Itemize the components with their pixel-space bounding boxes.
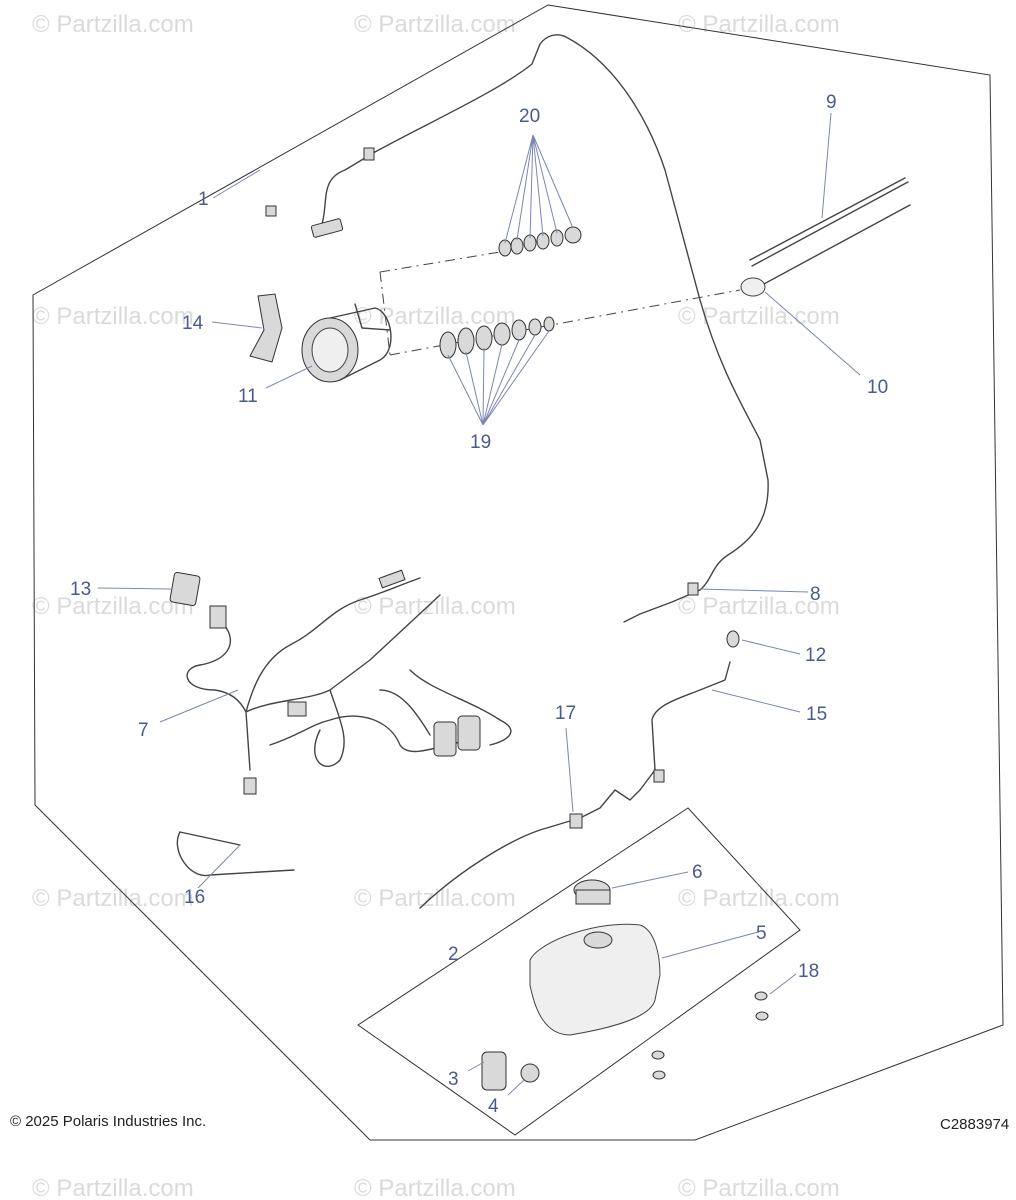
- callout-19: 19: [470, 432, 491, 453]
- tie-strap: [176, 831, 295, 877]
- callout-17: 17: [555, 703, 576, 724]
- callout-10: 10: [867, 377, 888, 398]
- callout-12: 12: [805, 645, 826, 666]
- callouts: 1 2 3 4 5 6 7 8 9 10 11 12 13 14 15 16 1…: [70, 92, 888, 1117]
- small-clip: [265, 205, 277, 217]
- callout-18: 18: [798, 961, 819, 982]
- wiper-switch: [169, 571, 201, 607]
- pump-grommet: [520, 1063, 540, 1083]
- washer-hose: [419, 661, 731, 909]
- callout-8: 8: [810, 584, 821, 605]
- callout-9: 9: [826, 92, 837, 113]
- harness-connector: [287, 701, 307, 717]
- callout-7: 7: [138, 720, 149, 741]
- callout-4: 4: [488, 1096, 499, 1117]
- watermark: © Partzilla.com: [354, 1175, 516, 1200]
- upper-harness: [319, 34, 769, 591]
- copyright-notice: © 2025 Polaris Industries Inc.: [10, 1113, 206, 1130]
- wiper-blade: [749, 177, 911, 286]
- relay-loop: [409, 669, 512, 746]
- reservoir-fill-neck: [583, 931, 613, 949]
- alignment-line: [379, 271, 391, 356]
- assembly-2-boundary: [357, 807, 801, 1136]
- reservoir-cap-body: [575, 889, 611, 905]
- harness-connector: [310, 218, 344, 238]
- hose-clip: [653, 769, 665, 783]
- watermark: © Partzilla.com: [678, 593, 840, 620]
- callout-20: 20: [519, 106, 540, 127]
- lower-harness: [186, 577, 471, 771]
- relay: [457, 715, 481, 751]
- diagram-code: C2883974: [940, 1116, 1009, 1133]
- washer-reservoir: [529, 923, 661, 1036]
- callout-15: 15: [806, 704, 827, 725]
- watermark: © Partzilla.com: [354, 885, 516, 912]
- watermark: © Partzilla.com: [32, 593, 194, 620]
- watermark: © Partzilla.com: [354, 593, 516, 620]
- callout-16: 16: [184, 887, 205, 908]
- harness-connector: [209, 605, 227, 629]
- watermark: © Partzilla.com: [32, 303, 194, 330]
- watermark: © Partzilla.com: [678, 11, 840, 38]
- washer-pump: [481, 1051, 507, 1091]
- wiper-motor: [301, 303, 392, 383]
- watermark: © Partzilla.com: [32, 1175, 194, 1200]
- alignment-line: [379, 251, 501, 273]
- callout-14: 14: [182, 313, 204, 334]
- callout-5: 5: [756, 923, 767, 944]
- mounting-bracket: [249, 293, 283, 363]
- watermark: © Partzilla.com: [354, 303, 516, 330]
- harness-clip: [687, 582, 699, 596]
- callout-1: 1: [198, 189, 209, 210]
- watermark: © Partzilla.com: [678, 1175, 840, 1200]
- callout-3: 3: [448, 1069, 459, 1090]
- watermark: © Partzilla.com: [354, 11, 516, 38]
- harness-clip: [363, 147, 375, 161]
- washer-nozzle: [726, 630, 740, 648]
- bushing-set-19: [439, 316, 555, 359]
- callout-11: 11: [238, 386, 258, 407]
- tie-strap: [179, 831, 241, 846]
- assembly-1-boundary: [32, 4, 1004, 1141]
- watermark: © Partzilla.com: [32, 11, 194, 38]
- callout-6: 6: [692, 862, 703, 883]
- leader-lines: [97, 112, 861, 1096]
- wiper-arm-pivot: [740, 277, 766, 297]
- relay: [433, 721, 457, 757]
- callout-13: 13: [70, 579, 91, 600]
- callout-2: 2: [448, 944, 459, 965]
- fasteners-18: [651, 991, 769, 1080]
- hose-clip: [569, 813, 583, 829]
- harness-end: [623, 589, 701, 623]
- harness-connector: [243, 777, 257, 795]
- watermark: © Partzilla.com: [678, 885, 840, 912]
- washer-set-20: [498, 226, 582, 257]
- harness-connector: [378, 569, 406, 589]
- watermark: © Partzilla.com: [32, 885, 194, 912]
- watermark-layer: © Partzilla.com © Partzilla.com © Partzi…: [32, 11, 840, 1200]
